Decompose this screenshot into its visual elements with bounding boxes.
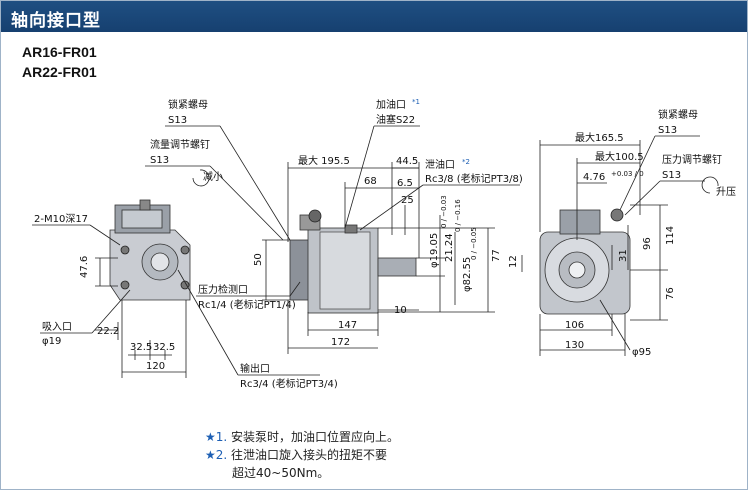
dim-68: 68 xyxy=(364,176,377,187)
dim-25: 25 xyxy=(401,195,414,206)
label-outlet-size: Rc3/4 (老标记PT3/4) xyxy=(240,377,338,390)
note-2-mark: ★2. xyxy=(205,448,228,462)
rear-view xyxy=(539,208,631,315)
side-view xyxy=(289,209,417,314)
dim-19-05: φ19.05 xyxy=(429,233,440,268)
label-drain: 泄油口 xyxy=(425,158,455,171)
note-1-text: 安装泵时，加油口位置应向上。 xyxy=(231,430,400,444)
note-2: ★2. 往泄油口旋入接头的扭矩不要 xyxy=(205,446,387,463)
dim-95: φ95 xyxy=(632,347,651,358)
label-pressure-screw-size: S13 xyxy=(662,170,681,181)
label-inlet: 吸入口 xyxy=(42,322,72,333)
label-m10: 2-M10深17 xyxy=(34,213,88,225)
dim-50: 50 xyxy=(253,253,264,266)
label-lock-nut-left-size: S13 xyxy=(168,115,187,126)
label-oil-plug: 油塞S22 xyxy=(376,113,415,126)
dim-10: 10 xyxy=(394,305,407,316)
label-flow-screw-size: S13 xyxy=(150,155,169,166)
dim-100-5: 最大100.5 xyxy=(595,150,644,163)
dim-21-24-tol: 0 / −0.16 xyxy=(454,199,462,232)
label-oil-fill: 加油口 xyxy=(376,98,406,111)
dim-4-76: 4.76 xyxy=(583,172,605,183)
note-1-mark: ★1. xyxy=(205,430,228,444)
model-name-1: AR16-FR01 xyxy=(22,44,97,60)
note-3: 超过40~50Nm。 xyxy=(232,464,329,481)
label-lock-nut-left: 锁紧螺母 xyxy=(168,98,208,111)
label-drain-size: Rc3/8 (老标记PT3/8) xyxy=(425,172,523,185)
dim-82-55: φ82.55 xyxy=(462,257,473,292)
dim-44-5: 44.5 xyxy=(396,156,418,167)
dim-130: 130 xyxy=(565,340,584,351)
label-gauge-port: 压力检测口 xyxy=(198,283,248,296)
rear-view-dimensions xyxy=(521,140,668,356)
label-oil-fill-star: *1 xyxy=(412,98,420,106)
dim-147: 147 xyxy=(338,320,357,331)
note-1: ★1. 安装泵时，加油口位置应向上。 xyxy=(205,428,399,445)
dim-76: 76 xyxy=(665,287,676,300)
dim-21-24: 21.24 xyxy=(444,233,455,262)
label-flow-screw: 流量调节螺钉 xyxy=(150,138,210,151)
label-increase: 升压 xyxy=(716,186,736,198)
label-lock-nut-right-size: S13 xyxy=(658,125,677,136)
model-name-2: AR22-FR01 xyxy=(22,64,97,80)
note-3-text: 超过40~50Nm。 xyxy=(232,466,330,480)
dim-114: 114 xyxy=(665,226,676,245)
dim-4-76-tol: +0.03 / 0 xyxy=(611,170,644,178)
page-title: 轴向接口型 xyxy=(11,11,101,31)
dim-32-5-b: 32.5 xyxy=(153,342,175,353)
dim-106: 106 xyxy=(565,320,584,331)
dim-6-5: 6.5 xyxy=(397,178,413,189)
title-bar: 轴向接口型 xyxy=(1,1,747,32)
dim-47-6: 47.6 xyxy=(79,256,90,278)
dim-12: 12 xyxy=(508,255,519,268)
dim-19-05-tol: 0 / −0.03 xyxy=(440,195,448,228)
dim-77: 77 xyxy=(491,249,502,262)
label-pressure-screw: 压力调节螺钉 xyxy=(662,153,722,166)
note-2-text: 往泄油口旋入接头的扭矩不要 xyxy=(231,448,388,462)
dim-195-5: 最大 195.5 xyxy=(298,154,350,167)
label-outlet: 输出口 xyxy=(240,362,270,375)
label-decrease: 减小 xyxy=(203,171,223,183)
dim-31: 31 xyxy=(618,249,629,262)
label-drain-star: *2 xyxy=(462,158,470,166)
dim-120: 120 xyxy=(146,361,165,372)
dim-32-5-a: 32.5 xyxy=(130,342,152,353)
dim-165-5: 最大165.5 xyxy=(575,131,624,144)
dim-22-2: 22.2 xyxy=(97,326,119,337)
side-view-dimensions xyxy=(262,162,495,354)
front-view xyxy=(109,199,191,301)
dim-172: 172 xyxy=(331,337,350,348)
label-lock-nut-right: 锁紧螺母 xyxy=(658,108,698,121)
dim-96: 96 xyxy=(642,237,653,250)
front-view-dimensions xyxy=(95,257,187,378)
label-gauge-size: Rc1/4 (老标记PT1/4) xyxy=(198,298,296,311)
dim-82-55-tol: 0 / −0.05 xyxy=(470,227,478,260)
label-inlet-size: φ19 xyxy=(42,336,61,347)
